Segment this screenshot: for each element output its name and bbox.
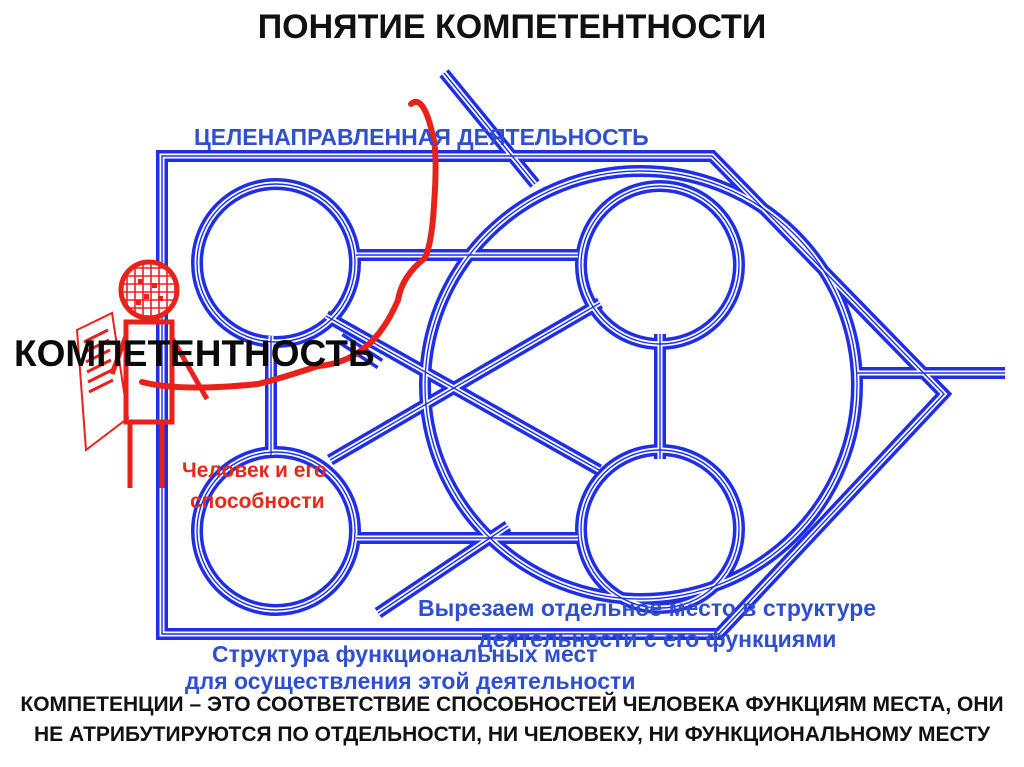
- activity-boundary: [156, 150, 953, 640]
- definition-line1: КОМПЕТЕНЦИИ – ЭТО СООТВЕТСТВИЕ СПОСОБНОС…: [20, 693, 1004, 716]
- person-head-icon: [118, 259, 180, 321]
- structure-label-line2: для осуществления этой деятельности: [185, 668, 636, 694]
- structure-label-line1: Структура функциональных мест: [212, 641, 598, 667]
- person-figure: [75, 259, 210, 488]
- person-body: [109, 318, 210, 488]
- person-label-line1: Человек и его: [182, 459, 327, 482]
- competence-label: КОМПЕТЕНТНОСТЬ: [14, 333, 375, 374]
- activity-label: ЦЕЛЕНАПРАВЛЕННАЯ ДЕЯТЕЛЬНОСТЬ: [194, 124, 649, 150]
- person-label-line2: способности: [190, 490, 325, 513]
- cutout-label-line1: Вырезаем отдельное место в структуре: [418, 595, 877, 621]
- cutting-line: [139, 99, 439, 391]
- page-title: ПОНЯТИЕ КОМПЕТЕНТНОСТИ: [257, 8, 767, 46]
- functional-structure-network: [156, 69, 1005, 640]
- definition-line2: НЕ АТРИБУТИРУЮТСЯ ПО ОТДЕЛЬНОСТИ, НИ ЧЕЛ…: [33, 723, 991, 746]
- cutout-label-line2: деятельности с его функциями: [478, 626, 837, 652]
